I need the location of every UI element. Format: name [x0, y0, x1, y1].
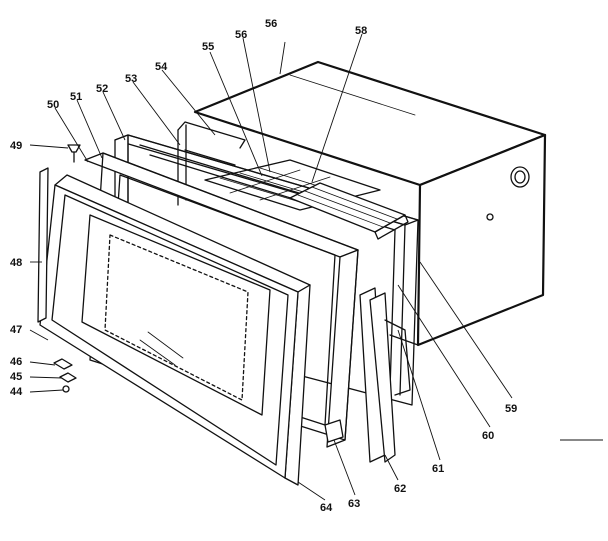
callout-56: 56 [235, 29, 247, 41]
callout-59: 59 [505, 403, 517, 415]
callout-45: 45 [10, 371, 22, 383]
callout-44: 44 [10, 386, 23, 398]
vent-grille [289, 182, 409, 240]
callout-53: 53 [125, 73, 137, 85]
door-screw [67, 144, 81, 163]
callout-47: 47 [10, 324, 22, 336]
callout-60: 60 [482, 430, 494, 442]
callout-54: 54 [155, 61, 168, 73]
door-latch [324, 419, 344, 443]
callouts: 56 58 56 55 54 53 52 51 50 49 48 47 46 4… [10, 18, 603, 514]
callout-49: 49 [10, 140, 22, 152]
callout-48: 48 [10, 257, 22, 269]
cabinet-screw [486, 213, 494, 221]
callout-61: 61 [432, 463, 444, 475]
side-trim-strip [37, 167, 49, 323]
callout-64: 64 [320, 502, 333, 514]
outer-door [39, 174, 311, 486]
callout-46: 46 [10, 356, 22, 368]
small-hardware [53, 358, 77, 393]
callout-62: 62 [394, 483, 406, 495]
callout-63: 63 [348, 498, 360, 510]
cabinet-housing [193, 60, 547, 347]
callout-50: 50 [47, 99, 59, 111]
callout-55: 55 [202, 41, 214, 53]
callout-57: 56 [265, 18, 277, 30]
callout-51: 51 [70, 91, 82, 103]
vent-knob [510, 166, 530, 188]
callout-52: 52 [96, 83, 108, 95]
callout-58: 58 [355, 25, 367, 37]
